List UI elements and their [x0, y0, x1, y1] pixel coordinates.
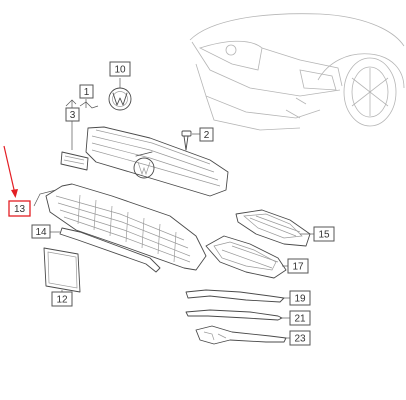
callout-10: 10 [109, 61, 131, 77]
callout-14-label: 14 [35, 227, 47, 238]
callout-12-label: 12 [56, 295, 68, 306]
callout-14: 14 [31, 224, 51, 239]
callout-19: 19 [289, 290, 311, 306]
car-front-outline [189, 13, 405, 131]
callout-3-label: 3 [70, 110, 76, 121]
callout-2: 2 [199, 127, 214, 142]
part-3-badge [60, 99, 89, 171]
part-12-plate-holder [43, 247, 81, 294]
callout-3: 3 [65, 107, 80, 122]
callout-23: 23 [289, 330, 311, 346]
part-21-trim [185, 309, 290, 321]
callout-23-label: 23 [294, 334, 306, 345]
part-1-upper-grille [85, 126, 229, 197]
callout-17-label: 17 [292, 262, 304, 273]
callout-10-label: 10 [114, 65, 126, 76]
part-13-lower-grille [33, 183, 207, 271]
part-23-lower-trim [195, 325, 290, 345]
part-2-screw [181, 130, 200, 151]
callout-17: 17 [287, 258, 309, 274]
part-10-emblem [108, 78, 132, 111]
callout-13-label: 13 [14, 204, 26, 215]
part-17-vent-cover [205, 235, 288, 279]
callout-1: 1 [79, 84, 94, 99]
callout-12: 12 [51, 291, 73, 307]
highlight-arrow [3, 145, 18, 198]
callout-15-label: 15 [318, 230, 330, 241]
callout-2-label: 2 [204, 130, 210, 141]
part-15-vent-cover [235, 209, 314, 247]
callout-15: 15 [313, 226, 335, 242]
callout-19-label: 19 [294, 294, 306, 305]
callout-21: 21 [289, 310, 311, 326]
callout-1-label: 1 [84, 87, 90, 98]
callout-21-label: 21 [294, 314, 306, 325]
callout-13: 13 [8, 200, 31, 217]
leader-1 [79, 99, 99, 109]
part-19-trim [185, 289, 290, 303]
